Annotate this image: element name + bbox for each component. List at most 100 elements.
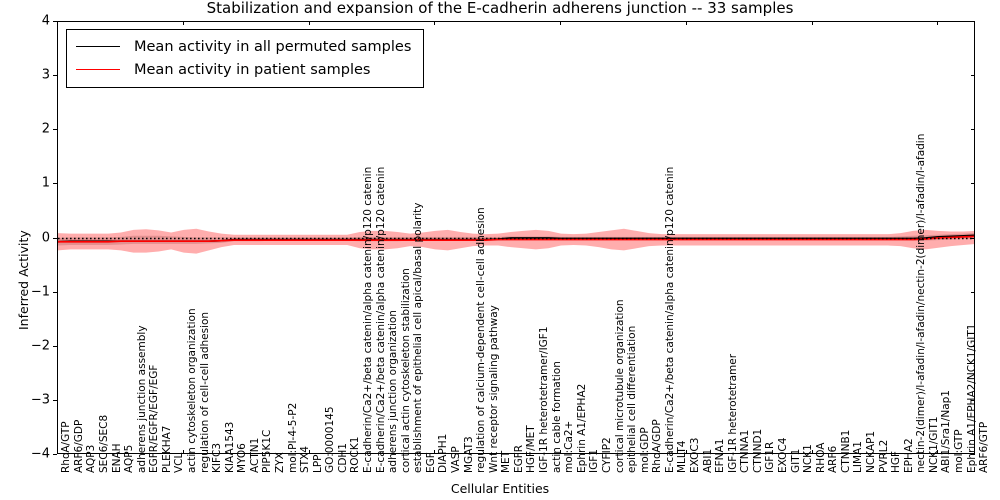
legend-entry: Mean activity in patient samples xyxy=(76,58,411,81)
x-axis-tick-label: MGAT3 xyxy=(462,436,475,473)
legend-line-patient xyxy=(76,69,120,70)
x-axis-tick-label: EGFR xyxy=(512,444,525,473)
x-axis-tick-label: PLEKHA7 xyxy=(160,425,173,473)
x-axis-tick-label: VASP xyxy=(450,446,463,473)
x-axis-tick-mark xyxy=(182,21,184,25)
x-axis-tick-label: AQP5 xyxy=(123,444,136,473)
y-axis-tick-mark xyxy=(53,129,57,131)
y-axis-tick-mark xyxy=(53,399,57,401)
plot-area xyxy=(57,21,975,454)
x-axis-tick-mark xyxy=(434,21,436,25)
x-axis-tick-label: Ephrin A1/EPHA2/NCK1/GIT1 xyxy=(965,323,978,473)
x-axis-tick-label: CTNND1 xyxy=(751,428,764,473)
legend-label-permuted: Mean activity in all permuted samples xyxy=(134,38,412,55)
x-axis-tick-mark xyxy=(811,450,813,454)
x-axis-tick-label: RhoA/GDP xyxy=(651,419,664,473)
y-axis-tick-mark xyxy=(971,21,975,22)
x-axis-tick-label: EGFR/EGFR/EGF/EGF xyxy=(148,364,161,473)
x-axis-tick-mark xyxy=(560,450,561,454)
x-axis-tick-label: KIAA1543 xyxy=(223,421,236,473)
x-axis-tick-label: EXOC3 xyxy=(688,437,701,473)
legend-entry: Mean activity in all permuted samples xyxy=(76,35,411,58)
x-axis-tick-label: epithelial cell differentiation xyxy=(626,325,639,473)
x-axis-tick-label: cortical actin cytoskeleton stabilizatio… xyxy=(399,268,412,473)
x-axis-tick-label: LIMA1 xyxy=(852,441,865,473)
chart-legend: Mean activity in all permuted samples Me… xyxy=(66,29,425,88)
y-axis-tick-mark xyxy=(971,129,975,131)
y-axis-label: Inferred Activity xyxy=(16,230,31,330)
x-axis-tick-mark xyxy=(182,450,184,454)
x-axis-tick-label: CTNNA1 xyxy=(739,429,752,473)
x-axis-tick-label: EGF xyxy=(424,452,437,473)
legend-label-patient: Mean activity in patient samples xyxy=(134,61,371,78)
x-axis-tick-label: establishment of epithelial cell apical/… xyxy=(412,202,425,473)
x-axis-tick-mark xyxy=(685,21,687,25)
x-axis-tick-label: actin cable formation xyxy=(550,361,563,473)
x-axis-tick-label: ABI1 xyxy=(701,448,714,473)
x-axis-tick-label: E-cadherin/Ca2+/beta catenin/alpha caten… xyxy=(374,166,387,473)
x-axis-tick-label: ROCK1 xyxy=(349,436,362,473)
legend-line-permuted xyxy=(76,46,120,47)
x-axis-tick-label: E-cadherin/Ca2+/beta catenin/alpha caten… xyxy=(663,166,676,473)
y-axis-tick-label: 1 xyxy=(41,175,50,191)
x-axis-tick-label: PVRL2 xyxy=(877,439,890,473)
x-axis-tick-label: KIFC3 xyxy=(211,442,224,473)
x-axis-tick-label: EPHA2 xyxy=(902,438,915,473)
x-axis-tick-mark xyxy=(308,450,310,454)
x-axis-tick-mark xyxy=(937,450,939,454)
x-axis-tick-label: HGF/MET xyxy=(525,425,538,473)
x-axis-tick-label: STX4 xyxy=(299,446,312,473)
y-axis-tick-mark xyxy=(971,183,975,185)
x-axis-tick-label: CTNNB1 xyxy=(839,429,852,473)
x-axis-tick-label: NCK1/GIT1 xyxy=(927,416,940,473)
x-axis-tick-mark xyxy=(937,21,939,25)
x-axis-tick-mark xyxy=(308,21,310,25)
x-axis-tick-label: AQP3 xyxy=(85,444,98,473)
x-axis-tick-label: GO:0000145 xyxy=(324,406,337,473)
x-axis-tick-label: regulation of calcium-dependent cell-cel… xyxy=(475,207,488,473)
x-axis-tick-label: ENAH xyxy=(110,443,123,473)
x-axis-tick-mark xyxy=(811,21,813,25)
x-axis-tick-mark xyxy=(57,21,58,25)
x-axis-tick-mark xyxy=(685,450,687,454)
x-axis-tick-label: IGF-1R heterotetramer xyxy=(726,353,739,473)
x-axis-tick-label: actin cytoskeleton organization xyxy=(185,308,198,473)
x-axis-tick-label: VCL xyxy=(173,452,186,473)
x-axis-tick-label: mol:PI-4-5-P2 xyxy=(286,402,299,473)
x-axis-tick-label: Ephrin A1/EPHA2 xyxy=(575,383,588,473)
x-axis-tick-label: CDH1 xyxy=(336,443,349,473)
x-axis-tick-label: ARF6 xyxy=(827,445,840,473)
x-axis-tick-label: mol:GDP xyxy=(638,427,651,473)
x-axis-tick-label: SEC6/SEC8 xyxy=(97,414,110,473)
y-axis-tick-mark xyxy=(53,75,57,77)
x-axis-tick-label: MYO6 xyxy=(236,443,249,473)
x-axis-tick-label: nectin-2(dimer)/l-afadin/l-afadin/nectin… xyxy=(915,133,928,473)
y-axis-tick-label: −1 xyxy=(30,284,50,300)
x-axis-tick-label: EFNA1 xyxy=(714,438,727,473)
x-axis-tick-label: HGF xyxy=(890,450,903,473)
x-axis-tick-label: LPP xyxy=(311,454,324,473)
x-axis-tick-label: ARF6/GDP xyxy=(72,419,85,473)
y-axis-tick-label: −2 xyxy=(30,338,50,354)
x-axis-tick-mark xyxy=(434,450,436,454)
y-axis-tick-label: −4 xyxy=(30,446,50,462)
chart-title: Stabilization and expansion of the E-cad… xyxy=(206,0,794,17)
x-axis-tick-label: IGF1 xyxy=(588,449,601,473)
x-axis-tick-label: GIT1 xyxy=(789,448,802,473)
y-axis-tick-mark xyxy=(971,399,975,401)
x-axis-tick-label: RHOA xyxy=(814,442,827,473)
plot-canvas xyxy=(58,22,974,453)
x-axis-tick-label: MET xyxy=(500,450,513,473)
x-axis-tick-label: ACTN1 xyxy=(248,437,261,473)
y-axis-tick-label: 0 xyxy=(41,230,50,245)
x-axis-tick-label: CYFIP2 xyxy=(600,437,613,473)
x-axis-tick-label: adherens junction assembly xyxy=(135,325,148,473)
y-axis-tick-label: 2 xyxy=(41,121,50,137)
y-axis-tick-mark xyxy=(971,291,975,293)
x-axis-tick-label: DIAPH1 xyxy=(437,433,450,473)
x-axis-tick-mark xyxy=(57,450,58,454)
x-axis-tick-label: PIP5K1C xyxy=(261,429,274,473)
x-axis-label: Cellular Entities xyxy=(450,481,550,496)
x-axis-tick-label: EXOC4 xyxy=(776,437,789,473)
